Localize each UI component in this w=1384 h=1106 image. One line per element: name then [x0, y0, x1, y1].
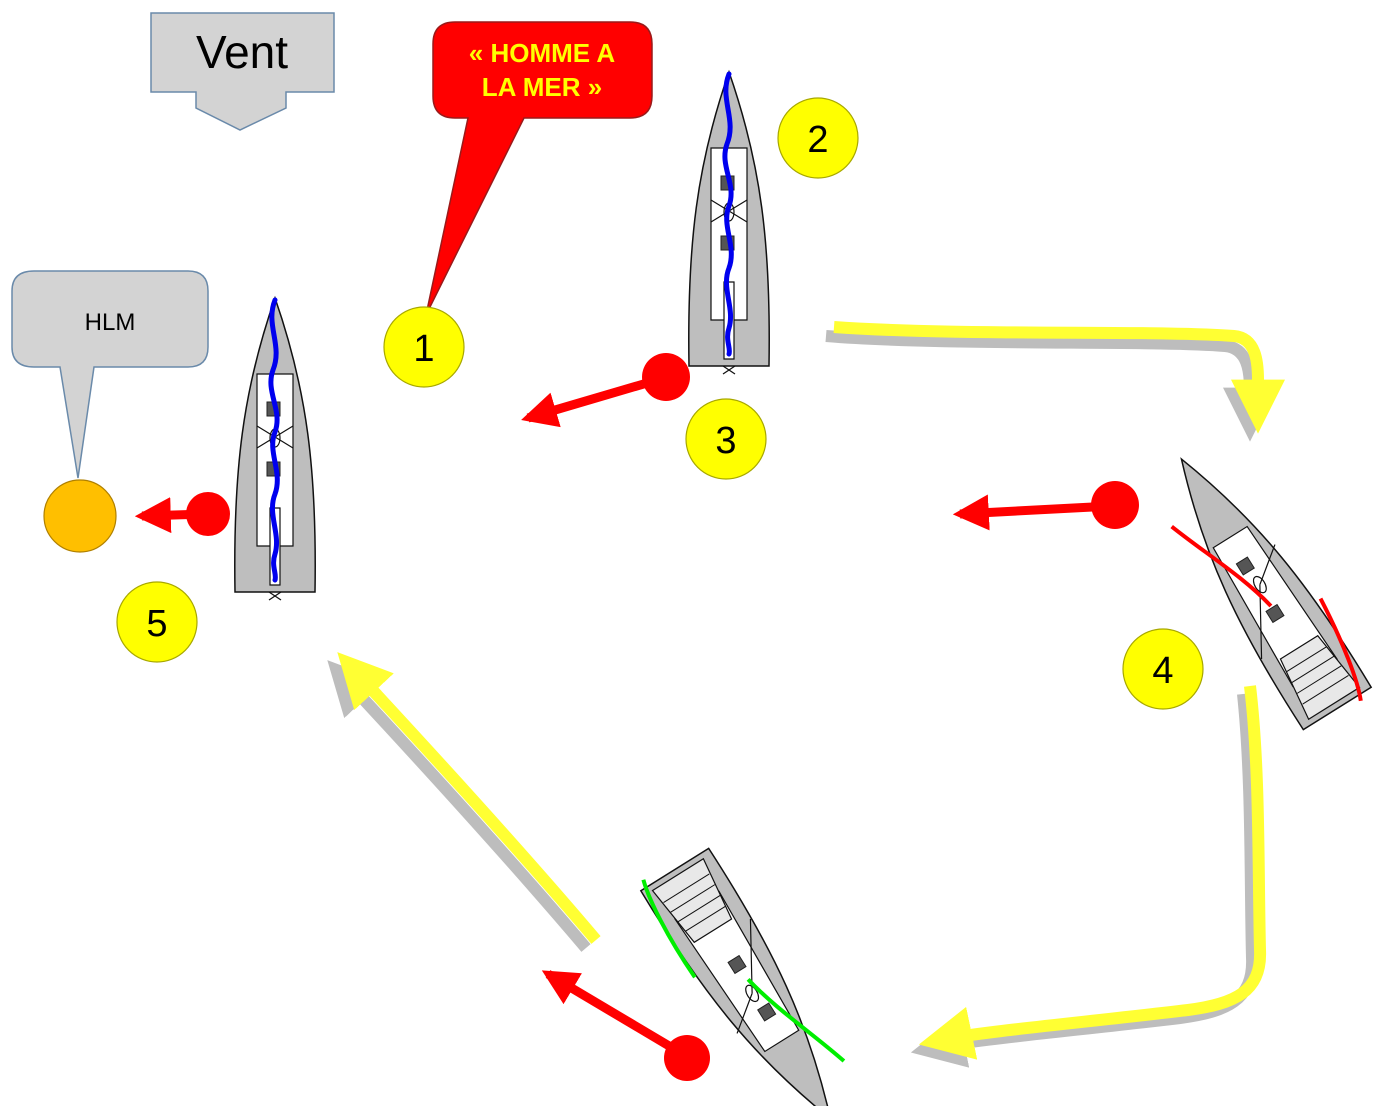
sail-red-upper — [1170, 524, 1273, 608]
boat-position-5 — [234, 297, 316, 601]
path-shadow-2 — [910, 693, 1259, 1068]
drift-arrow-3 — [521, 353, 690, 428]
step-markers: 1 2 3 4 5 — [116, 97, 1204, 710]
svg-text:3: 3 — [715, 420, 736, 462]
step-marker-3: 3 — [685, 398, 767, 480]
boat-position-2 — [688, 71, 770, 375]
path-segment-3 — [337, 652, 601, 944]
maneuver-path — [327, 321, 1285, 1068]
hlm-label: HLM — [85, 309, 136, 336]
step-marker-4: 4 — [1122, 628, 1204, 710]
sail-green-lower — [746, 978, 846, 1063]
man-overboard-callout: « HOMME A LA MER » — [425, 21, 653, 316]
drift-arrow-5 — [134, 492, 230, 536]
boat-position-4 — [1146, 437, 1373, 731]
alert-line-1: « HOMME A — [469, 38, 616, 68]
path-segment-2 — [918, 685, 1267, 1060]
svg-text:1: 1 — [413, 328, 434, 370]
wind-indicator: Vent — [150, 12, 335, 131]
path-segment-1 — [833, 321, 1285, 434]
step-marker-2: 2 — [777, 97, 859, 179]
alert-line-2: LA MER » — [482, 72, 602, 102]
svg-text:2: 2 — [807, 119, 828, 161]
svg-text:5: 5 — [146, 603, 167, 645]
sail-red-lower — [1318, 597, 1363, 702]
man-in-water-buoy — [43, 479, 117, 553]
boat-reaching — [639, 847, 866, 1106]
path-shadow-3 — [327, 660, 591, 952]
path-shadow-1 — [825, 330, 1277, 442]
wind-label: Vent — [196, 26, 288, 78]
drift-arrow-reach — [541, 970, 710, 1081]
svg-text:4: 4 — [1152, 650, 1173, 692]
drift-arrows — [134, 353, 1139, 1081]
hlm-callout: HLM — [11, 270, 209, 479]
step-marker-1: 1 — [383, 306, 465, 388]
step-marker-5: 5 — [116, 581, 198, 663]
drift-arrow-4 — [952, 481, 1139, 531]
sail-green-upper — [641, 879, 697, 979]
